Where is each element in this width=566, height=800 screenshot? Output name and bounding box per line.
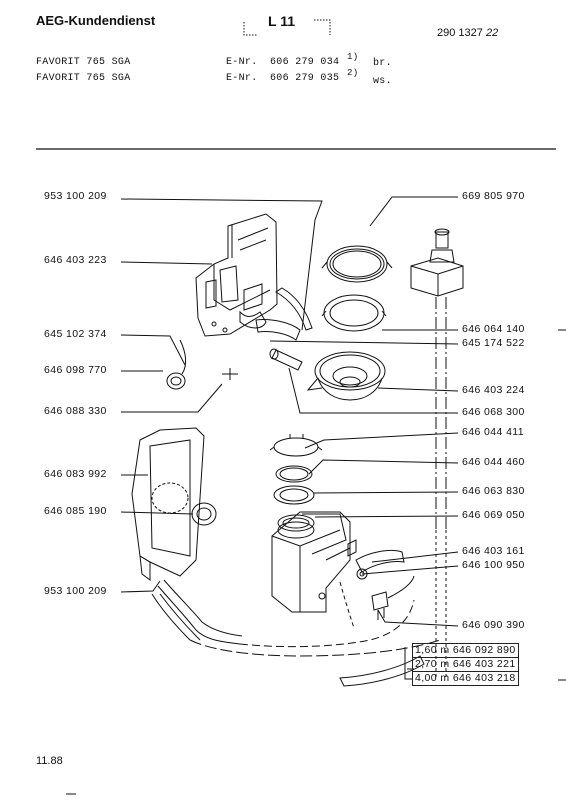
leader-lines (120, 196, 459, 670)
container-main (271, 511, 357, 613)
label-646-403-224: 646 403 224 (462, 384, 525, 396)
label-646-100-950: 646 100 950 (462, 559, 525, 571)
ring-646-064-140 (321, 294, 387, 332)
ring-646-063-830 (273, 485, 315, 505)
label-646-085-190: 646 085 190 (44, 505, 107, 517)
document-number-suffix: 22 (485, 27, 499, 39)
ring-669-805-970 (321, 245, 393, 283)
tube-646-068-300 (271, 349, 303, 371)
hose-953-100-209-lower (151, 579, 243, 645)
label-646-069-050: 646 069 050 (462, 509, 525, 521)
ring-646-044-460 (275, 465, 313, 483)
valve-646-403-161 (355, 549, 405, 580)
model-enr-2: 606 279 035 (270, 73, 340, 84)
label-646-044-411: 646 044 411 (462, 426, 525, 438)
label-645-102-374: 645 102 374 (44, 328, 107, 340)
document-number-main: 290 1327 (437, 27, 483, 39)
funnel-646-403-224 (306, 351, 386, 401)
hose-953-100-209-upper (275, 287, 313, 331)
model-note-1: 1) (347, 52, 359, 62)
seal-646-044-411 (269, 434, 323, 457)
model-color-2: ws. (373, 76, 392, 87)
hose-length-table: 1,60 m 646 092 890 2,70 m 646 403 221 4,… (412, 643, 519, 686)
label-646-098-770: 646 098 770 (44, 364, 107, 376)
hose-length-row-3: 4,00 m 646 403 218 (412, 672, 519, 686)
brand-title: AEG-Kundendienst (36, 13, 156, 28)
label-646-063-830: 646 063 830 (462, 485, 525, 497)
cap-646-098-770 (166, 339, 187, 390)
ring-646-069-050 (277, 514, 315, 532)
vertical-pipe (410, 228, 464, 680)
model-color-1: br. (373, 58, 392, 69)
label-646-044-460: 646 044 460 (462, 456, 525, 468)
clamp-646-090-390 (371, 575, 415, 620)
tube-645-174-522 (255, 319, 301, 341)
hose-length-row-2: 2,70 m 646 403 221 (412, 658, 519, 672)
label-669-805-970: 669 805 970 (462, 190, 525, 202)
label-953-100-209-upper: 953 100 209 (44, 190, 107, 202)
label-645-174-522: 645 174 522 (462, 337, 525, 349)
pin-646-088-330 (222, 368, 238, 380)
label-646-068-300: 646 068 300 (462, 406, 525, 418)
seal-646-085-190 (191, 502, 217, 526)
model-enr-label-2: E-Nr. (226, 73, 258, 84)
label-646-083-992: 646 083 992 (44, 468, 107, 480)
document-number: 290 1327 22 (437, 27, 498, 39)
model-name-2: FAVORIT 765 SGA (36, 73, 131, 84)
chamber-646-083-992 (131, 427, 205, 581)
housing-646-403-223 (195, 213, 278, 337)
model-note-2: 2) (347, 68, 359, 78)
hose-length-row-1: 1,60 m 646 092 890 (412, 643, 519, 658)
model-enr-label-1: E-Nr. (226, 57, 258, 68)
model-name-1: FAVORIT 765 SGA (36, 57, 131, 68)
label-646-090-390: 646 090 390 (462, 619, 525, 631)
hose-dashed-route (189, 639, 441, 657)
model-enr-1: 606 279 034 (270, 57, 340, 68)
label-646-403-223: 646 403 223 (44, 254, 107, 266)
label-646-403-161: 646 403 161 (462, 545, 525, 557)
footer-date: 11.88 (36, 755, 63, 767)
label-953-100-209-lower: 953 100 209 (44, 585, 107, 597)
label-646-088-330: 646 088 330 (44, 405, 107, 417)
label-646-064-140: 646 064 140 (462, 323, 525, 335)
sheet-number: L 11 (268, 13, 295, 29)
hose-646-092-890 (339, 655, 425, 687)
